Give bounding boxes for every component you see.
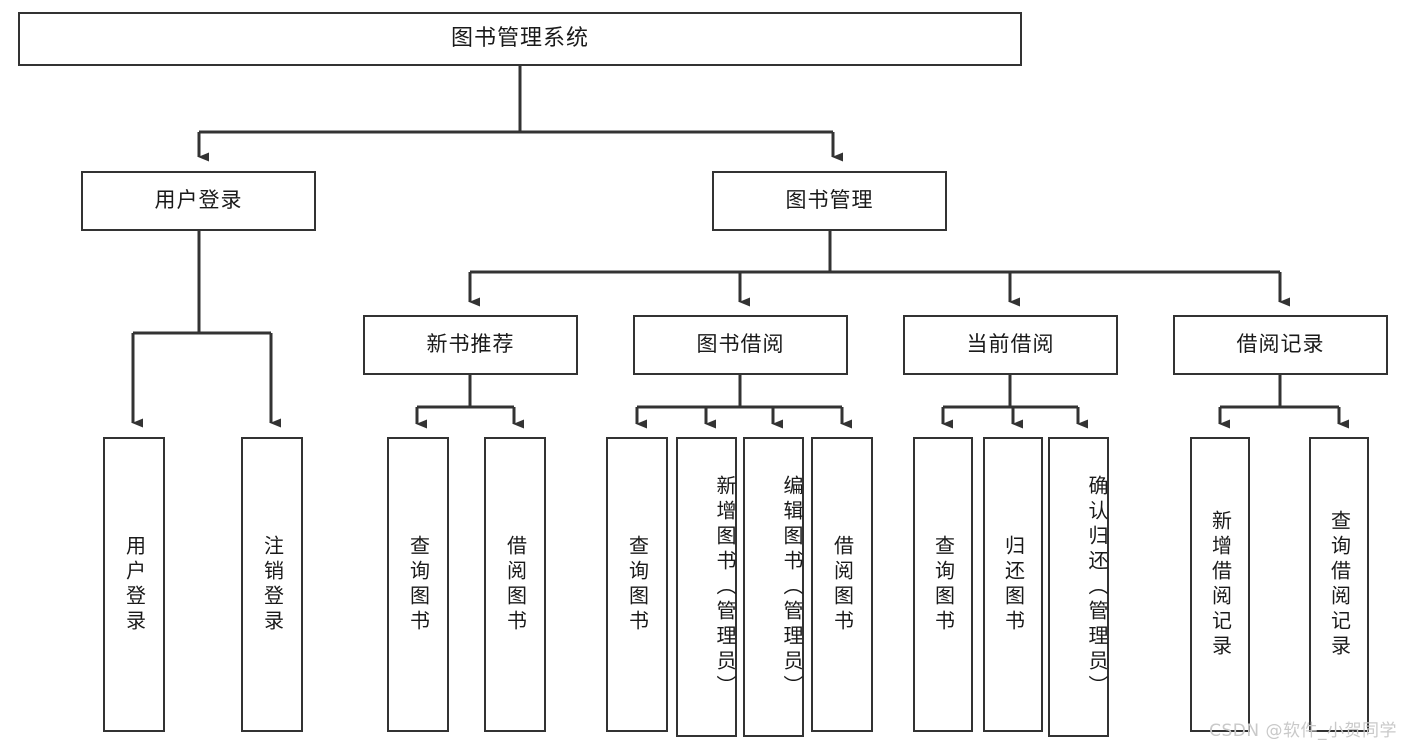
node-book-borrow-label: 图书借阅 bbox=[696, 332, 785, 357]
node-leaf-borrow-book-1-label: 借阅图书 bbox=[503, 534, 528, 635]
node-leaf-query-book-2[interactable]: 查询图书 bbox=[606, 437, 668, 732]
node-leaf-confirm-return-label: 确认归还（管理员） bbox=[1085, 474, 1109, 700]
node-leaf-add-record[interactable]: 新增借阅记录 bbox=[1190, 437, 1250, 732]
node-leaf-query-book-2-label: 查询图书 bbox=[625, 534, 650, 635]
node-user-login-label: 用户登录 bbox=[154, 188, 243, 213]
node-leaf-logout-label: 注销登录 bbox=[260, 534, 285, 635]
node-leaf-borrow-book-2-label: 借阅图书 bbox=[830, 534, 855, 635]
node-book-manage-label: 图书管理 bbox=[785, 188, 874, 213]
node-borrow-record[interactable]: 借阅记录 bbox=[1173, 315, 1388, 375]
node-leaf-edit-book-label: 编辑图书（管理员） bbox=[780, 474, 804, 700]
node-book-manage[interactable]: 图书管理 bbox=[712, 171, 947, 231]
node-leaf-add-book-label: 新增图书（管理员） bbox=[713, 474, 737, 700]
node-new-book-recommend[interactable]: 新书推荐 bbox=[363, 315, 578, 375]
node-leaf-query-book-3-label: 查询图书 bbox=[931, 534, 956, 635]
node-leaf-query-book-3[interactable]: 查询图书 bbox=[913, 437, 973, 732]
node-leaf-query-book-1-label: 查询图书 bbox=[406, 534, 431, 635]
node-book-borrow[interactable]: 图书借阅 bbox=[633, 315, 848, 375]
node-leaf-return-book[interactable]: 归还图书 bbox=[983, 437, 1043, 732]
node-leaf-user-login[interactable]: 用户登录 bbox=[103, 437, 165, 732]
node-leaf-logout[interactable]: 注销登录 bbox=[241, 437, 303, 732]
node-current-borrow[interactable]: 当前借阅 bbox=[903, 315, 1118, 375]
node-leaf-query-book-1[interactable]: 查询图书 bbox=[387, 437, 449, 732]
node-leaf-query-record[interactable]: 查询借阅记录 bbox=[1309, 437, 1369, 732]
node-current-borrow-label: 当前借阅 bbox=[966, 332, 1055, 357]
node-leaf-borrow-book-2[interactable]: 借阅图书 bbox=[811, 437, 873, 732]
node-leaf-add-book[interactable]: 新增图书（管理员） bbox=[676, 437, 737, 737]
node-leaf-user-login-label: 用户登录 bbox=[122, 534, 147, 635]
node-root[interactable]: 图书管理系统 bbox=[18, 12, 1022, 66]
node-leaf-borrow-book-1[interactable]: 借阅图书 bbox=[484, 437, 546, 732]
node-leaf-confirm-return[interactable]: 确认归还（管理员） bbox=[1048, 437, 1109, 737]
node-leaf-query-record-label: 查询借阅记录 bbox=[1327, 509, 1352, 660]
node-leaf-edit-book[interactable]: 编辑图书（管理员） bbox=[743, 437, 804, 737]
node-user-login[interactable]: 用户登录 bbox=[81, 171, 316, 231]
node-new-book-recommend-label: 新书推荐 bbox=[426, 332, 515, 357]
node-leaf-return-book-label: 归还图书 bbox=[1001, 534, 1026, 635]
csdn-watermark: CSDN @软件_小贺同学 bbox=[1209, 721, 1397, 741]
node-borrow-record-label: 借阅记录 bbox=[1236, 332, 1325, 357]
node-root-label: 图书管理系统 bbox=[450, 25, 589, 51]
node-leaf-add-record-label: 新增借阅记录 bbox=[1208, 509, 1233, 660]
